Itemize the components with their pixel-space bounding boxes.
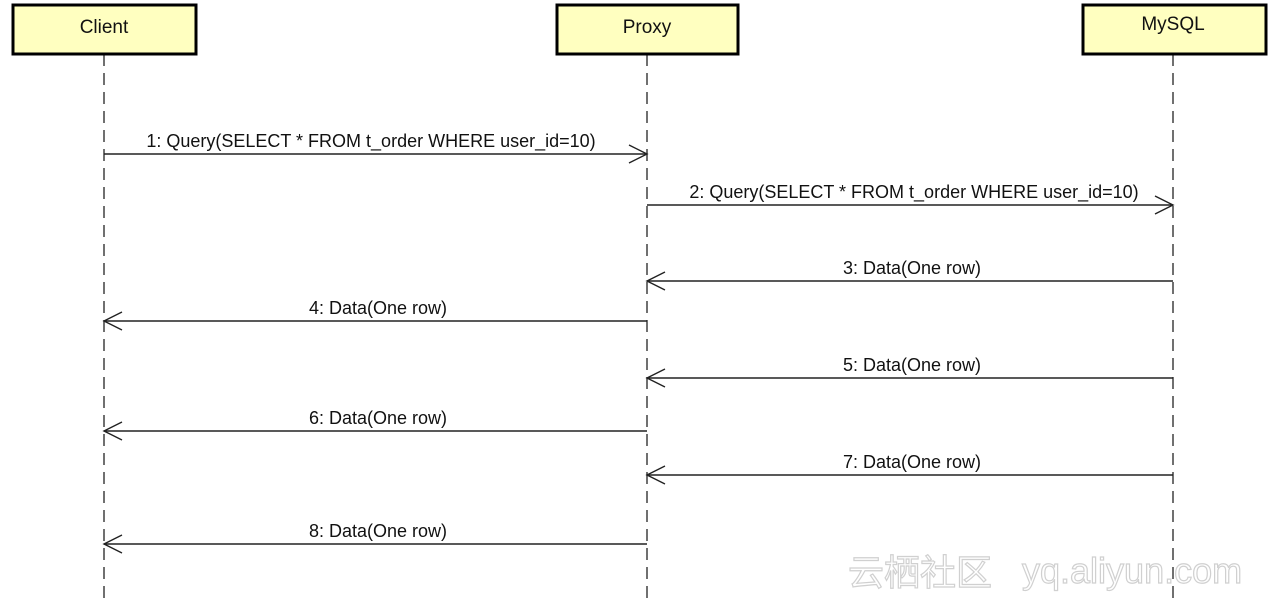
message-2-label: 2: Query(SELECT * FROM t_order WHERE use… — [689, 182, 1138, 203]
message-6-label: 6: Data(One row) — [309, 408, 447, 428]
participant-client: Client — [11, 3, 198, 56]
message-7: 7: Data(One row) — [645, 452, 1173, 485]
arrowhead-right-icon — [1154, 195, 1175, 215]
arrowhead-left-icon — [102, 311, 123, 331]
message-1: 1: Query(SELECT * FROM t_order WHERE use… — [104, 131, 649, 164]
message-5: 5: Data(One row) — [645, 355, 1173, 388]
message-5-label: 5: Data(One row) — [843, 355, 981, 375]
watermark-cn: 云栖社区 — [848, 553, 992, 594]
watermark-en: yq.aliyun.com — [1022, 550, 1242, 591]
participant-mysql: MySQL — [1081, 3, 1268, 56]
message-3-label: 3: Data(One row) — [843, 258, 981, 278]
participant-proxy: Proxy — [555, 3, 740, 56]
message-8-label: 8: Data(One row) — [309, 521, 447, 541]
message-4-label: 4: Data(One row) — [309, 298, 447, 318]
participant-client-label: Client — [80, 17, 129, 38]
message-1-label: 1: Query(SELECT * FROM t_order WHERE use… — [146, 131, 595, 152]
message-4: 4: Data(One row) — [102, 298, 647, 331]
message-8: 8: Data(One row) — [102, 521, 647, 554]
arrowhead-left-icon — [645, 271, 666, 291]
watermark: 云栖社区 yq.aliyun.com — [847, 549, 1242, 594]
arrowhead-left-icon — [645, 465, 666, 485]
arrowhead-left-icon — [102, 534, 123, 554]
message-7-label: 7: Data(One row) — [843, 452, 981, 472]
message-6: 6: Data(One row) — [102, 408, 647, 441]
message-2: 2: Query(SELECT * FROM t_order WHERE use… — [647, 182, 1175, 215]
arrowhead-right-icon — [628, 144, 649, 164]
participant-mysql-label: MySQL — [1141, 14, 1204, 35]
participant-proxy-label: Proxy — [623, 17, 672, 38]
arrowhead-left-icon — [102, 421, 123, 441]
arrowhead-left-icon — [645, 368, 666, 388]
message-3: 3: Data(One row) — [645, 258, 1173, 291]
